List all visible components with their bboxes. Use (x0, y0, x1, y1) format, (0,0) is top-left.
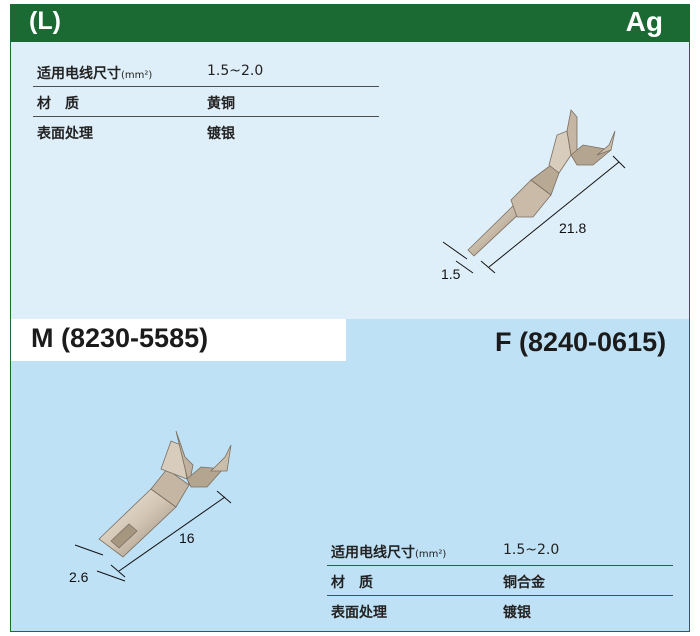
spec-key: 表面处理 (37, 126, 93, 142)
spec-row-material: 材 质 铜合金 (327, 566, 673, 596)
female-title-bar (346, 319, 689, 361)
spec-key: 材 质 (331, 575, 373, 591)
male-title-bar (11, 319, 376, 361)
spec-key: 表面处理 (331, 605, 387, 621)
male-dim-length: 21.8 (559, 220, 587, 236)
header-bar: (L) Ag (11, 5, 689, 42)
female-dim-width: 2.6 (69, 569, 89, 585)
spec-row-wire-size: 适用电线尺寸(mm²) 1.5~2.0 (327, 536, 673, 566)
spec-unit: (mm²) (121, 70, 153, 81)
spec-row-surface: 表面处理 镀银 (327, 596, 673, 625)
spec-table-bottom: 适用电线尺寸(mm²) 1.5~2.0 材 质 铜合金 表面处理 镀银 (327, 536, 673, 625)
spec-value: 镀银 (207, 126, 235, 142)
spec-row-surface: 表面处理 镀银 (33, 117, 379, 146)
spec-value: 铜合金 (503, 575, 545, 591)
spec-row-material: 材 质 黄铜 (33, 87, 379, 117)
male-terminal-drawing (442, 109, 626, 274)
male-dim-width: 1.5 (441, 266, 461, 282)
female-terminal-drawing (74, 430, 232, 582)
spec-value: 1.5~2.0 (503, 542, 560, 558)
spec-key: 适用电线尺寸 (37, 66, 121, 82)
header-right-label: Ag (625, 6, 663, 37)
spec-value: 黄铜 (207, 96, 235, 112)
female-dim-length: 16 (179, 530, 195, 546)
spec-key: 适用电线尺寸 (331, 545, 415, 561)
catalog-frame: (L) Ag 适用电线尺寸(mm²) 1.5~2.0 材 质 黄铜 表面处理 镀… (10, 4, 690, 632)
spec-table-top: 适用电线尺寸(mm²) 1.5~2.0 材 质 黄铜 表面处理 镀银 (33, 57, 379, 146)
upper-panel (11, 42, 689, 319)
header-left-label: (L) (29, 7, 61, 35)
lower-panel (11, 319, 689, 631)
spec-unit: (mm²) (415, 549, 447, 560)
spec-value: 1.5~2.0 (207, 63, 264, 79)
male-title: M (8230-5585) (31, 323, 209, 353)
spec-row-wire-size: 适用电线尺寸(mm²) 1.5~2.0 (33, 57, 379, 87)
spec-value: 镀银 (503, 605, 531, 621)
spec-key: 材 质 (37, 96, 79, 112)
female-title: F (8240-0615) (495, 327, 667, 357)
